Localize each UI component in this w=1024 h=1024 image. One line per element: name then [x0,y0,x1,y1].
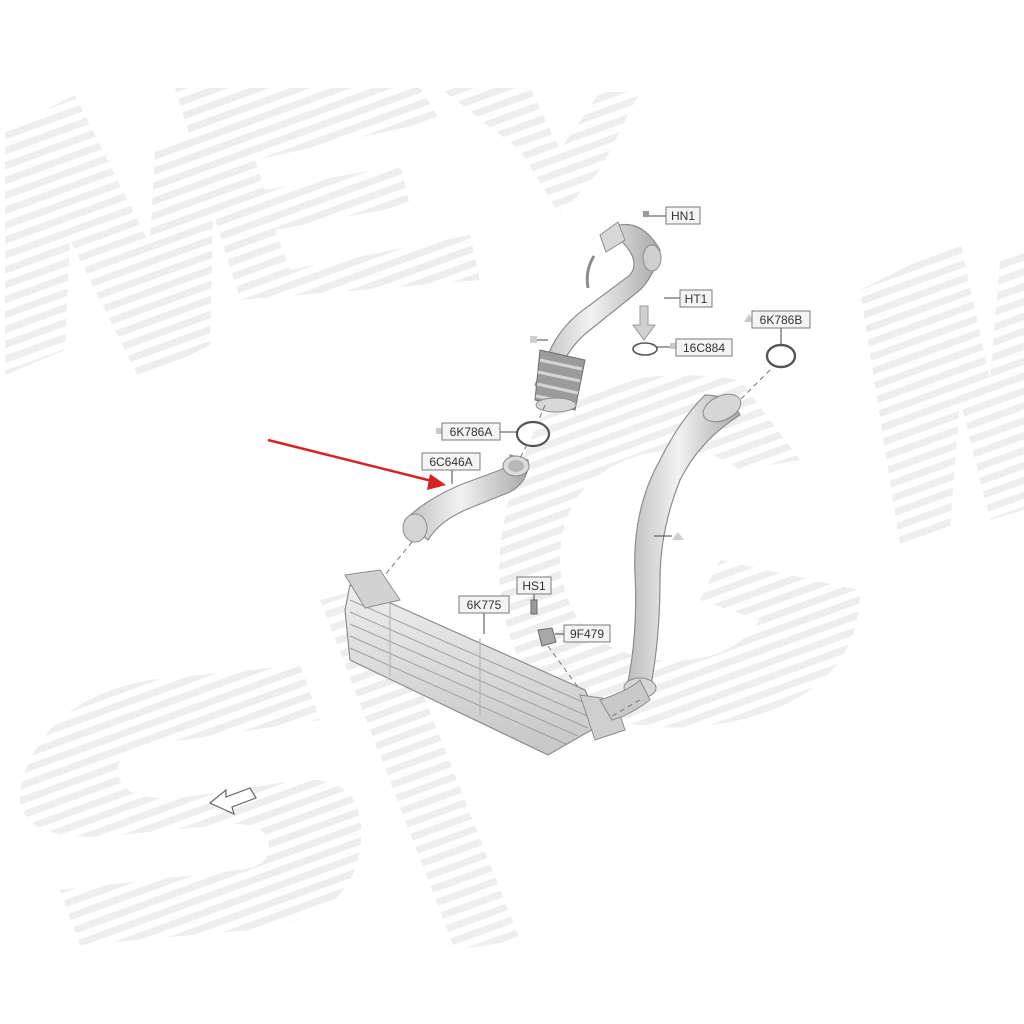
callout-label-6k775: 6K775 [467,598,502,612]
front-direction-arrow-icon [208,787,257,816]
ring-16c884 [632,342,658,356]
callout-hn1: HN1 [643,206,701,225]
callout-label-16c884: 16C884 [683,341,725,355]
callout-hs1: HS1 [516,576,552,595]
callout-label-6c646a: 6C646A [429,455,472,469]
assembly-lines [384,369,771,717]
watermark-letter-n [5,95,215,380]
callout-ht1: HT1 [679,289,713,308]
callout-6k786b: 6K786B [744,310,811,329]
callout-16c884: 16C884 [670,338,733,357]
callout-label-ht1: HT1 [685,292,708,306]
callout-label-hn1: HN1 [671,209,695,223]
small-marker-square [530,336,537,343]
callout-6k786a: 6K786A [436,422,501,441]
down-arrow-indicator [632,305,656,341]
callout-6c646a: 6C646A [421,452,481,471]
watermark-letter-s-left [19,665,362,945]
callout-label-hs1: HS1 [522,579,546,593]
clamp-6k786b [765,343,797,369]
callout-label-6k786a: 6K786A [450,425,493,439]
upper-air-duct [534,221,662,413]
watermark-letter-i [320,585,520,950]
callout-label-6k786b: 6K786B [760,313,803,327]
watermark-letter-n-right [860,240,1024,545]
watermark [5,88,1024,950]
seal-ring-6k786a [515,420,551,448]
callout-9f479: 9F479 [563,624,611,643]
sensor-hs1 [530,599,538,615]
intercooler-6k775 [344,569,651,756]
hose-6c646a [402,454,530,543]
red-pointer-arrow-icon [267,438,446,490]
watermark-letter-e [175,88,480,300]
sensor-9f479 [537,627,557,647]
small-marker-triangle [672,532,684,540]
callout-label-9f479: 9F479 [570,627,604,641]
leader-lines [451,215,782,635]
watermark-letter-w [440,88,640,215]
callout-6k775: 6K775 [458,595,510,614]
